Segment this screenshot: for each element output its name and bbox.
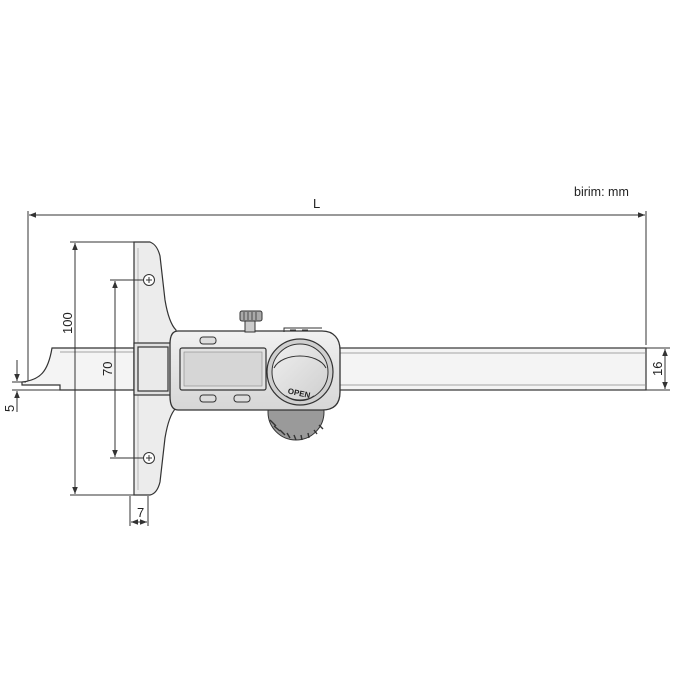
dimension-hook-depth: [12, 360, 60, 412]
hole-spacing-label: 70: [100, 362, 115, 376]
dimension-base-thickness: [129, 496, 149, 526]
top-left-button[interactable]: [199, 336, 217, 345]
lock-screw: [239, 310, 263, 333]
beam-hook-end: [21, 347, 135, 391]
dimension-hole-spacing: [110, 279, 143, 459]
measuring-beam: [329, 347, 647, 391]
bottom-left-button[interactable]: [199, 394, 217, 403]
base-thickness-label: 7: [137, 505, 144, 520]
dimension-beam-width: [646, 347, 670, 391]
bottom-right-button[interactable]: [233, 394, 251, 403]
overall-length-label: L: [313, 196, 320, 211]
beam-width-label: 16: [650, 362, 665, 376]
dimension-overall-length: [27, 211, 647, 385]
hook-depth-label: 5: [2, 405, 17, 412]
unit-label: birim: mm: [574, 185, 629, 199]
base-clamp: [133, 342, 173, 396]
digital-readout-body: [169, 310, 341, 441]
dimension-base-height: [70, 241, 134, 496]
base-screw-top: [143, 274, 155, 286]
base-height-label: 100: [60, 312, 75, 334]
base-screw-bottom: [143, 452, 155, 464]
